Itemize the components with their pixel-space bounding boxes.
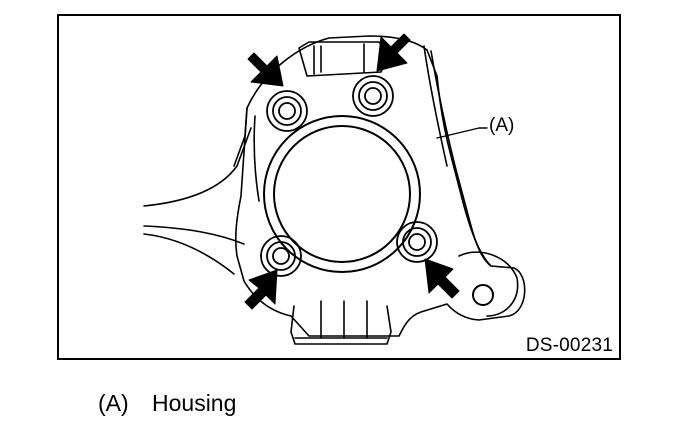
figure-code: DS-00231: [525, 335, 613, 356]
hub-bore: [273, 125, 411, 263]
mounting-ear: [458, 251, 519, 317]
housing-drawing: [143, 33, 526, 345]
callout-label-a: (A): [489, 115, 515, 136]
arrow-upper-right: [376, 33, 411, 72]
legend-key: (A): [98, 390, 129, 416]
arrow-lower-right: [424, 258, 460, 299]
lower-arm-lower-edge: [143, 225, 245, 245]
bolt-lower-right: [396, 221, 438, 263]
lower-arm-upper-edge: [143, 127, 252, 207]
bolt-upper-left: [266, 90, 308, 132]
arrow-upper-left: [247, 52, 284, 87]
callout-leader: [436, 127, 488, 139]
bolt-lower-left: [260, 235, 302, 277]
legend: (A) Housing: [98, 392, 236, 415]
housing-outline: [234, 35, 526, 337]
bolt-upper-right: [352, 75, 394, 117]
figure-frame: (A) DS-00231: [57, 14, 621, 360]
top-bracket: [298, 41, 390, 77]
bottom-bracket: [290, 305, 392, 345]
ear-hole: [472, 284, 494, 306]
arrow-lower-left: [244, 269, 278, 310]
hub-flange: [263, 115, 421, 273]
legend-text: Housing: [152, 390, 237, 416]
